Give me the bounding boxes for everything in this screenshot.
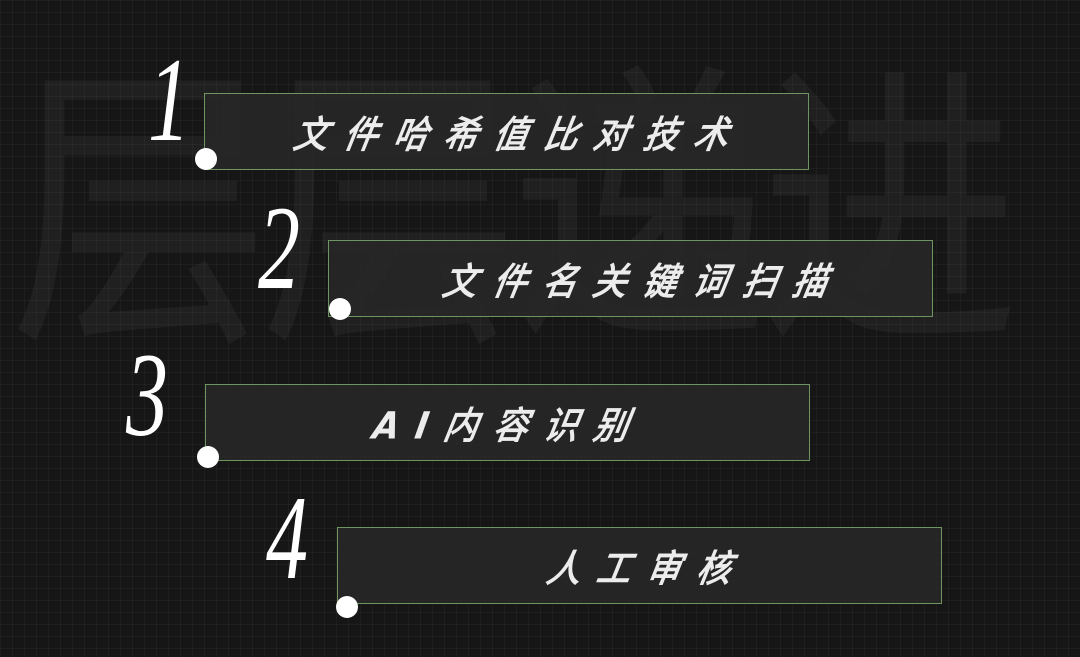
dot-icon xyxy=(195,148,217,170)
step-label: 文件哈希值比对技术 xyxy=(290,113,749,158)
step-number: 3 xyxy=(126,328,168,461)
dot-icon xyxy=(329,298,351,320)
step-label: 文件名关键词扫描 xyxy=(439,260,848,305)
step-label: AI内容识别 xyxy=(369,404,649,449)
dot-icon xyxy=(197,446,219,468)
step-number: 1 xyxy=(148,33,190,166)
step-box: AI内容识别 xyxy=(205,384,810,461)
step-box: 文件哈希值比对技术 xyxy=(204,93,809,170)
dot-icon xyxy=(336,596,358,618)
step-number: 4 xyxy=(266,471,308,604)
step-label: 人工审核 xyxy=(543,547,752,592)
step-number: 2 xyxy=(258,181,300,314)
step-box: 文件名关键词扫描 xyxy=(328,240,933,317)
step-box: 人工审核 xyxy=(337,527,942,604)
